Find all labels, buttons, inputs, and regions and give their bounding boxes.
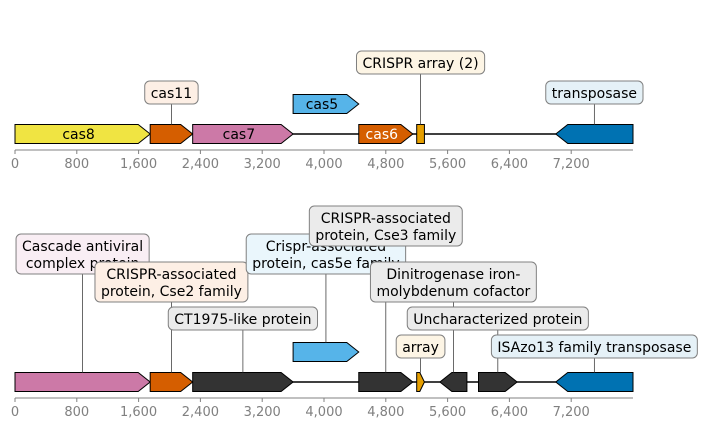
position-axis: 0 800 1,600 2,400 3,200 4,000 4,800 5,600 6,400 7… xyxy=(11,397,633,420)
gene-label-cas6: cas6 xyxy=(366,127,399,143)
label-box-array: array xyxy=(395,334,446,359)
gene-label-transposase: transposase xyxy=(552,86,637,102)
axis-tick-label: 800 xyxy=(64,157,89,172)
axis-tick-label: 2,400 xyxy=(182,405,219,420)
gene-arrow-crispr[interactable] xyxy=(416,124,425,144)
gene-arrow-uncharacterized[interactable] xyxy=(478,372,518,392)
label-box-transposase: transposase xyxy=(545,80,644,105)
gene-label-crispr: CRISPR array (2) xyxy=(362,56,478,72)
label-box-frame xyxy=(144,80,199,105)
gene-arrow-cas5[interactable] xyxy=(292,94,360,114)
label-box-dinitrogenase: Dinitrogenase iron-molybdenum cofactor xyxy=(369,261,537,303)
axis-tick-label: 7,200 xyxy=(553,405,590,420)
axis-tick-label: 0 xyxy=(11,405,19,420)
gene-label-uncharacterized: Uncharacterized protein xyxy=(413,312,582,328)
gene-arrow-cas6[interactable] xyxy=(358,124,414,144)
gene-label-cas7: cas7 xyxy=(223,127,255,143)
label-box-crispr: CRISPR array (2) xyxy=(355,50,486,75)
axis-tick-label: 5,600 xyxy=(429,405,466,420)
axis-tick-label: 1,600 xyxy=(120,405,157,420)
gene-arrow-ct1975[interactable] xyxy=(192,372,294,392)
gene-arrow-cas11[interactable] xyxy=(149,124,194,144)
label-box-frame xyxy=(308,205,463,247)
gene-arrow-isazo13[interactable] xyxy=(554,372,634,392)
label-box-frame xyxy=(406,306,589,331)
gene-arrow-cas8[interactable] xyxy=(14,124,151,144)
axis-tick-label: 6,400 xyxy=(491,405,528,420)
axis-tick-label: 4,000 xyxy=(305,405,342,420)
gene-label-ct1975: CT1975-like protein xyxy=(174,312,311,328)
label-box-frame xyxy=(369,261,537,303)
gene-arrow-array[interactable] xyxy=(416,372,425,392)
axis-tick-label: 0 xyxy=(11,157,19,172)
axis-tick-label: 6,400 xyxy=(491,157,528,172)
axis-tick-label: 3,200 xyxy=(244,405,281,420)
gene-arrow-cas7[interactable] xyxy=(192,124,294,144)
track-top: 0 800 1,600 2,400 3,200 4,000 4,800 5,600 6,400 7… xyxy=(11,50,644,172)
label-box-frame xyxy=(395,334,446,359)
label-box-frame xyxy=(545,80,644,105)
gene-label-isazo13: ISAzo13 family transposase xyxy=(497,340,691,356)
axis-tick-label: 5,600 xyxy=(429,157,466,172)
gene-label-array: array xyxy=(402,340,439,356)
position-axis: 0 800 1,600 2,400 3,200 4,000 4,800 5,600 6,400 7… xyxy=(11,149,633,172)
axis-tick-label: 4,800 xyxy=(367,157,404,172)
axis-tick-label: 7,200 xyxy=(553,157,590,172)
track-bottom: 0 800 1,600 2,400 3,200 4,000 4,800 5,600 6,400 7… xyxy=(11,205,698,420)
label-box-frame xyxy=(490,334,698,359)
gene-arrow-transposase[interactable] xyxy=(554,124,634,144)
axis-tick-label: 2,400 xyxy=(182,157,219,172)
label-box-isazo13: ISAzo13 family transposase xyxy=(490,334,698,359)
gene-arrow-cascade[interactable] xyxy=(14,372,151,392)
gene-label-cas8: cas8 xyxy=(62,127,94,143)
axis-tick-label: 3,200 xyxy=(244,157,281,172)
axis-tick-label: 800 xyxy=(64,405,89,420)
label-box-cas11: cas11 xyxy=(144,80,199,105)
label-box-ct1975: CT1975-like protein xyxy=(167,306,319,331)
axis-tick-label: 4,000 xyxy=(305,157,342,172)
label-box-frame xyxy=(355,50,486,75)
gene-label-cas5: cas5 xyxy=(306,97,338,113)
label-box-frame xyxy=(94,261,249,303)
label-box-uncharacterized: Uncharacterized protein xyxy=(406,306,589,331)
axis-tick-label: 1,600 xyxy=(120,157,157,172)
label-box-frame xyxy=(167,306,319,331)
gene-arrow-cse3[interactable] xyxy=(358,372,414,392)
axis-tick-label: 4,800 xyxy=(367,405,404,420)
gene-label-cas11: cas11 xyxy=(151,86,192,102)
gene-arrow-cse2[interactable] xyxy=(149,372,194,392)
gene-arrow-dinitrogenase[interactable] xyxy=(439,372,468,392)
gene-arrow-cas5e[interactable] xyxy=(292,342,360,362)
gene-label-dinitrogenase: Dinitrogenase iron-molybdenum cofactor xyxy=(376,267,530,300)
